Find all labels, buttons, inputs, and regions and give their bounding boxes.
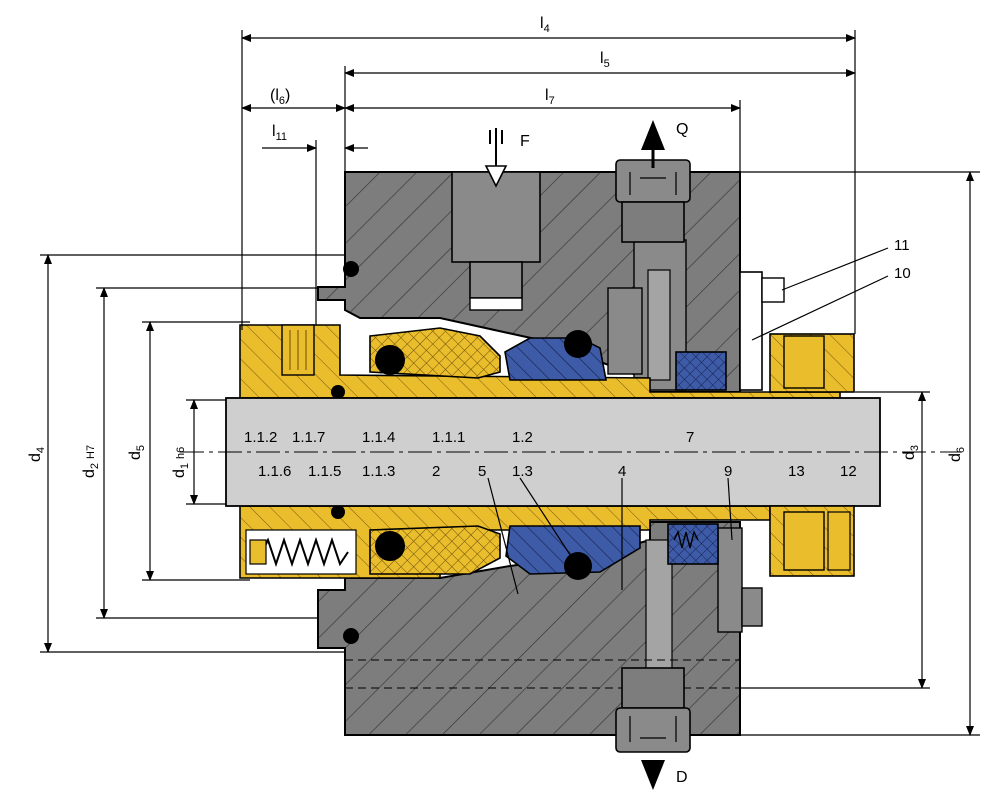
label-l4: l4	[540, 15, 550, 35]
collar-screw-13	[783, 511, 825, 571]
quench-fitting-thread	[629, 172, 677, 195]
label-d1: d1h6	[171, 447, 191, 478]
part-labels: 1.1.2 1.1.7 1.1.4 1.1.1 1.2 7 1.1.6 1.1.…	[244, 237, 911, 480]
inlet-port-neck	[469, 261, 523, 299]
label-d4: d4	[27, 447, 47, 462]
quench-bore-inner	[647, 269, 671, 381]
anti-rotation-pin	[607, 287, 643, 375]
sleeve-o-ring-lower	[331, 505, 345, 519]
label-part-117: 1.1.7	[292, 429, 325, 446]
label-d3: d3	[901, 445, 921, 460]
gland-plate-upper	[739, 271, 763, 391]
label-part-7: 7	[686, 429, 694, 446]
dimension-labels: l4 l5 (l6) l7 l11 d4 d2H7 d5 d1h6 d3 d6	[27, 15, 967, 478]
label-part-112: 1.1.2	[244, 429, 277, 446]
label-part-111: 1.1.1	[432, 429, 465, 446]
flow-D-arrow	[641, 760, 665, 790]
gland-plate-lower	[717, 527, 743, 633]
gland-screw-11	[761, 277, 785, 303]
drain-connection	[615, 667, 691, 753]
spring-cap	[249, 539, 267, 565]
leader-9	[727, 477, 733, 541]
leader-11	[781, 247, 889, 291]
label-part-12b: 12	[840, 463, 857, 480]
lip-seal-7-lower	[667, 523, 719, 565]
flow-F-arrowhead	[484, 165, 508, 188]
lip-seal-7-upper	[675, 351, 727, 391]
label-flow-D: D	[676, 769, 688, 786]
label-d6: d6	[947, 447, 967, 462]
label-part-114: 1.1.4	[362, 429, 395, 446]
housing-o-ring-upper	[343, 261, 359, 277]
collar-screw-upper	[783, 335, 825, 389]
label-l5: l5	[600, 50, 610, 70]
spring-115	[261, 536, 349, 568]
drain-fitting-thread	[629, 716, 677, 742]
label-part-12: 1.2	[512, 429, 533, 446]
label-part-5: 5	[478, 463, 486, 480]
flow-arrows	[484, 120, 665, 790]
dimension-lines	[40, 30, 980, 736]
label-flow-Q: Q	[676, 121, 688, 138]
label-l6: (l6)	[270, 87, 290, 107]
label-part-2: 2	[432, 463, 440, 480]
label-part-113: 1.1.3	[362, 463, 395, 480]
label-part-116: 1.1.6	[258, 463, 291, 480]
label-d5: d5	[127, 445, 147, 460]
housing-o-ring-lower	[343, 628, 359, 644]
sleeve-o-ring-upper	[331, 385, 345, 399]
gland-screw-lower	[741, 587, 763, 627]
label-part-115: 1.1.5	[308, 463, 341, 480]
o-ring-114	[375, 345, 405, 375]
label-flow-F: F	[520, 133, 530, 150]
o-ring-13-lower	[564, 552, 592, 580]
label-d2: d2H7	[81, 445, 101, 478]
label-part-11: 11	[894, 237, 910, 254]
inlet-bore	[469, 297, 523, 311]
drain-fitting-head	[615, 707, 691, 753]
flow-Q-arrow	[641, 120, 665, 150]
o-ring-113	[375, 531, 405, 561]
label-part-10: 10	[894, 265, 911, 282]
drain-fitting-body	[621, 667, 685, 709]
o-ring-13-upper	[564, 330, 592, 358]
quench-connection	[615, 159, 691, 243]
label-part-13: 13	[788, 463, 805, 480]
stationary-seal-face-12-lower	[505, 525, 641, 575]
label-part-4: 4	[618, 463, 626, 480]
label-part-9: 9	[724, 463, 732, 480]
leader-10	[751, 275, 889, 341]
label-l7: l7	[545, 87, 555, 107]
quench-fitting-body	[621, 201, 685, 243]
label-l11: l11	[272, 123, 287, 143]
collar-screw-12	[827, 511, 851, 571]
leader-5	[487, 477, 519, 595]
label-part-13a: 1.3	[512, 463, 533, 480]
leader-13a	[519, 477, 577, 565]
